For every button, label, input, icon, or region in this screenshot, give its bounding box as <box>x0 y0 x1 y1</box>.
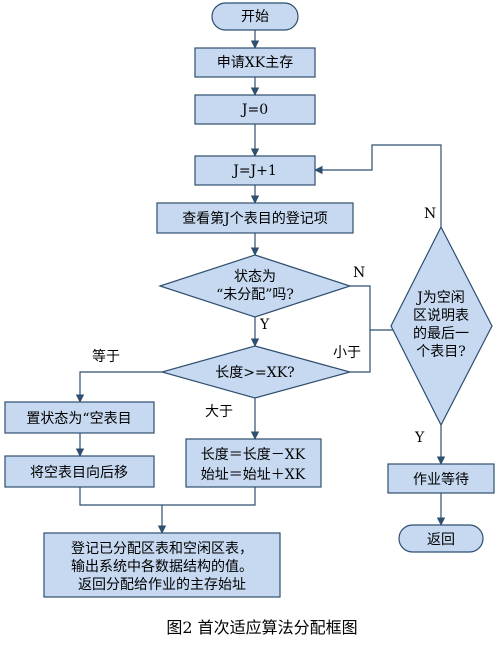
last-question-line3: 的最后一 <box>413 326 469 342</box>
set-empty-box <box>4 401 155 434</box>
return-label: 返回 <box>427 532 455 548</box>
equal-label: 等于 <box>92 348 120 365</box>
status-no-label: N <box>353 265 365 281</box>
j-init-box <box>194 94 316 125</box>
apply-memory-box <box>194 47 316 78</box>
status-question-line1: 状态为 <box>234 269 276 285</box>
edge-labels: N Y 等于 大于 小于 N Y <box>92 206 436 446</box>
update-length-line1: 长度＝长度－XK <box>201 447 306 463</box>
register-line2: 输出系统中各数据结构的值。 <box>71 559 253 575</box>
register-line3: 返回分配给作业的主存始址 <box>78 577 246 593</box>
last-question-line2: 区说明表 <box>413 308 469 324</box>
check-entry-box <box>156 202 354 234</box>
update-length-line2: 始址＝始址＋XK <box>201 467 306 483</box>
register-line1: 登记已分配区表和空闲区表， <box>71 541 253 557</box>
last-yes-label: Y <box>414 430 425 446</box>
status-yes-label: Y <box>259 317 270 333</box>
status-decision <box>158 254 352 318</box>
last-question-line1: J为空闲 <box>415 290 465 306</box>
greater-label: 大于 <box>205 404 233 420</box>
start-terminal <box>211 2 299 31</box>
check-entry-label: 查看第J个表目的登记项 <box>182 210 328 227</box>
last-no-label: N <box>424 206 436 222</box>
length-question-label: 长度>=XK? <box>215 365 294 381</box>
arrow-last-no <box>314 144 442 227</box>
figure-caption: 图2 首次适应算法分配框图 <box>166 618 357 637</box>
register-box <box>43 532 281 598</box>
merge-line <box>79 487 256 506</box>
j-increment-box <box>194 155 316 186</box>
wait-box <box>387 463 495 494</box>
status-question-line2: “未分配”吗? <box>216 287 294 303</box>
less-label: 小于 <box>333 345 361 361</box>
wait-label: 作业等待 <box>413 471 469 488</box>
arrow-length-equal <box>75 371 162 403</box>
node-labels: 开始 申请XK主存 J=0 J=J+1 查看第J个表目的登记项 状态为 “未分配… <box>26 9 469 593</box>
return-terminal <box>398 524 484 553</box>
length-decision <box>159 345 353 399</box>
apply-memory-label: 申请XK主存 <box>217 55 293 71</box>
connectors <box>75 30 446 534</box>
j-init-label: J=0 <box>240 102 268 118</box>
move-back-box <box>4 455 155 488</box>
move-back-label: 将空表目向后移 <box>30 465 128 481</box>
last-entry-decision <box>390 225 493 427</box>
nodes <box>4 2 495 598</box>
update-length-box <box>185 438 322 488</box>
arrow-length-less <box>350 330 371 373</box>
start-label: 开始 <box>241 9 269 25</box>
last-question-line4: 个表目? <box>416 344 466 360</box>
set-empty-label: 置状态为“空表目 <box>26 411 131 427</box>
j-increment-label: J=J+1 <box>231 163 277 179</box>
